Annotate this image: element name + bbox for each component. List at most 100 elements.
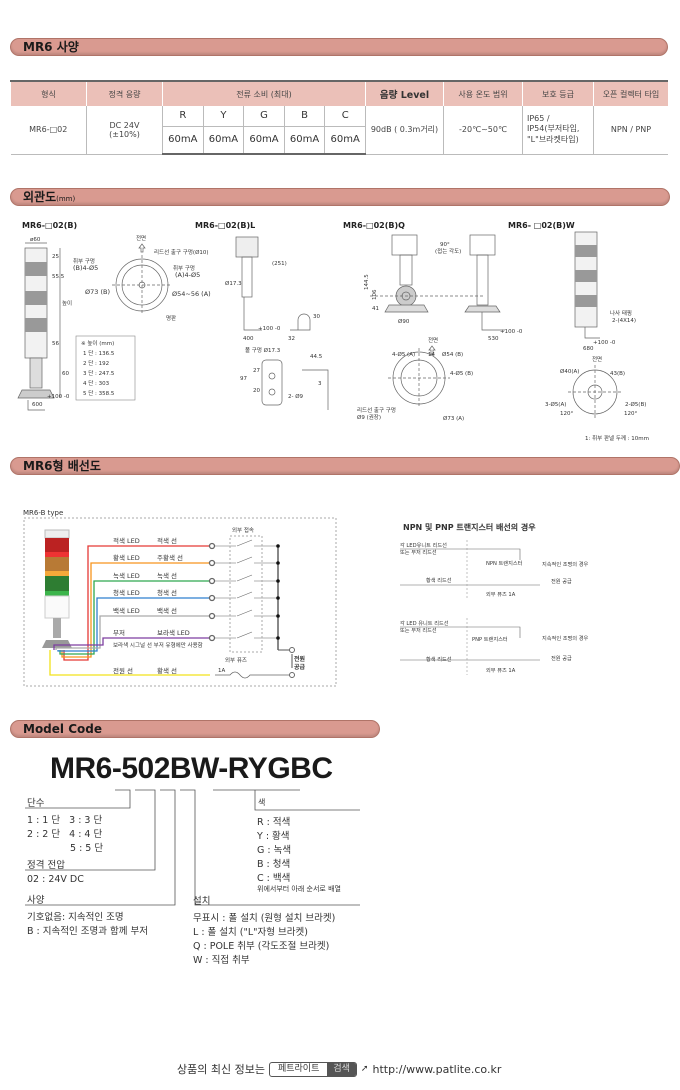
svg-text:56: 56 [52, 341, 59, 347]
svg-text:황색 리드선: 황색 리드선 [426, 576, 452, 584]
terminal [208, 634, 216, 642]
wire-4 [55, 615, 210, 650]
svg-text:97: 97 [240, 376, 247, 382]
svg-text:PNP 트랜지스터: PNP 트랜지스터 [472, 635, 508, 643]
svg-text:취부 구멍: 취부 구멍 [173, 264, 195, 272]
section-header-model: Model Code [10, 720, 380, 738]
col-header: 음량 Level [365, 80, 444, 106]
wire-3 [57, 597, 210, 652]
terminal [208, 559, 216, 567]
svg-text:4-Ø5 (B): 4-Ø5 (B) [450, 370, 473, 377]
svg-text:1: 취부 판넬 두께 : 10mm: 1: 취부 판넬 두께 : 10mm [585, 434, 649, 442]
q-bracket-drawing [370, 234, 505, 408]
svg-text:전면: 전면 [136, 234, 146, 242]
svg-text:27: 27 [253, 368, 260, 374]
search-button[interactable]: 검색 [327, 1062, 356, 1076]
wire-label: 청색 LED [113, 588, 140, 597]
wire-1 [61, 562, 210, 658]
search-query[interactable]: 페트라이트 [277, 1063, 320, 1074]
color-g: G [243, 106, 285, 127]
svg-text:Ø40(A): Ø40(A) [560, 368, 579, 375]
col-header: 보호 등급 [522, 80, 594, 106]
col-header: 오픈 컬렉터 타입 [593, 80, 668, 106]
temp-cell: -20℃~50℃ [443, 106, 523, 155]
svg-text:2- Ø9: 2- Ø9 [288, 393, 304, 400]
current-cell: 60mA [283, 126, 325, 155]
svg-text:리드선 출구 구멍(Ø10): 리드선 출구 구멍(Ø10) [154, 248, 209, 256]
wire-label: 녹색 LED [113, 571, 140, 580]
svg-text:+100 -0: +100 -0 [500, 329, 523, 335]
color-option: G : 녹색 [257, 845, 292, 856]
terminal [208, 577, 216, 585]
svg-text:Ø54~56 (A): Ø54~56 (A) [172, 290, 211, 298]
svg-text:외부 퓨즈 1A: 외부 퓨즈 1A [486, 667, 516, 674]
switch [215, 591, 278, 599]
svg-text:3 단 : 247.5: 3 단 : 247.5 [83, 369, 115, 377]
current-cell: 60mA [162, 126, 204, 155]
svg-text:높이: 높이 [62, 299, 72, 307]
svg-text:리드선 출구 구멍: 리드선 출구 구멍 [357, 406, 396, 414]
color-label: 색 [258, 798, 266, 807]
svg-text:5 단 : 358.5: 5 단 : 358.5 [83, 389, 115, 397]
svg-text:680: 680 [583, 346, 594, 352]
spec-option: 기호없음: 지속적인 조명 [27, 912, 124, 923]
svg-text:ø60: ø60 [30, 237, 41, 243]
svg-text:NPN 트랜지스터: NPN 트랜지스터 [486, 559, 523, 567]
voltage-option: 02 : 24V DC [27, 874, 84, 885]
svg-text:취부 구멍: 취부 구멍 [73, 257, 95, 265]
mount-option: W : 직접 취부 [193, 955, 250, 966]
search-box[interactable]: 페트라이트 검색 [268, 1061, 357, 1077]
svg-text:전원 공급: 전원 공급 [551, 577, 572, 585]
drawing-title: MR6-□02(B) [22, 221, 77, 230]
current-cell: 60mA [243, 126, 285, 155]
oc-type-cell: NPN / PNP [593, 106, 668, 155]
section-title: Model Code [23, 722, 102, 736]
svg-text:120°: 120° [624, 411, 637, 417]
svg-text:Ø73 (A): Ø73 (A) [443, 415, 464, 422]
svg-text:※ 높이 (mm): ※ 높이 (mm) [81, 339, 114, 347]
website-link[interactable]: http://www.patlite.co.kr [372, 1062, 502, 1076]
section-header-wiring: MR6형 배선도 [10, 457, 680, 475]
spec-option: B : 지속적인 조명과 함께 부저 [27, 926, 148, 937]
spec-table: 형식 정격 응량 전류 소비 (최대) 음량 Level 사용 온도 범위 보호… [10, 80, 668, 155]
svg-text:1 단 : 136.5: 1 단 : 136.5 [83, 349, 115, 357]
svg-text:4-Ø5 (A): 4-Ø5 (A) [392, 351, 415, 358]
svg-text:3: 3 [318, 381, 322, 387]
section-title: 외관도(mm) [23, 190, 76, 204]
svg-text:Ø17.3: Ø17.3 [225, 280, 242, 287]
l-bracket-drawing [235, 236, 329, 410]
svg-text:120°: 120° [560, 411, 573, 417]
wire-label: 적색 LED [113, 536, 140, 545]
svg-text:3-Ø5(A): 3-Ø5(A) [545, 401, 566, 408]
switch [215, 609, 278, 617]
svg-text:외부 퓨즈: 외부 퓨즈 [225, 657, 247, 664]
spec-label: 사양 [27, 895, 45, 906]
cursor-icon: ➚ [360, 1064, 369, 1074]
switch [215, 556, 278, 564]
drawing-title: MR6- □02(B)W [508, 221, 575, 230]
footer: 상품의 최신 정보는 페트라이트 검색 ➚ http://www.patlite… [177, 1061, 501, 1077]
current-cell: 60mA [324, 126, 366, 155]
wire-label: 백색 LED [113, 606, 140, 615]
svg-text:44.5: 44.5 [310, 354, 323, 360]
model-cell: MR6-□02 [10, 106, 87, 155]
mount-label: 설치 [193, 896, 211, 907]
svg-text:보라색 시그널 선 부저 유형에만 사용함: 보라색 시그널 선 부저 유형에만 사용함 [113, 641, 203, 649]
model-code: MR6-502BW-RYGBC [50, 752, 333, 785]
table-header-row: 형식 정격 응량 전류 소비 (최대) 음량 Level 사용 온도 범위 보호… [10, 80, 668, 106]
model-code-leader-lines [25, 789, 360, 906]
table-row: 60mA 60mA 60mA 60mA 60mA [11, 126, 669, 155]
svg-text:4 단 : 303: 4 단 : 303 [83, 379, 110, 387]
svg-text:명판: 명판 [166, 314, 176, 322]
wire-label: 녹색 선 [157, 571, 177, 580]
svg-text:황색 리드선: 황색 리드선 [426, 655, 452, 663]
section-header-dims: 외관도(mm) [10, 188, 670, 206]
col-header: 전류 소비 (최대) [162, 80, 366, 106]
svg-text:60: 60 [62, 371, 69, 377]
svg-text:공급: 공급 [294, 663, 306, 671]
mount-option: L : 폴 설치 ("L"자형 브라켓) [193, 927, 308, 938]
wires [49, 539, 290, 679]
switch [215, 539, 278, 547]
